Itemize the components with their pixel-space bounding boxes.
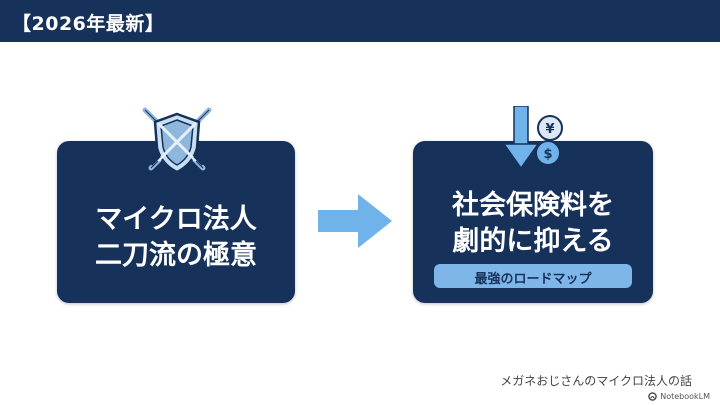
right-arrow-icon (318, 194, 392, 248)
svg-text:$: $ (543, 147, 552, 162)
brand-label: NotebookLM (660, 391, 710, 401)
shield-swords-icon (142, 107, 212, 174)
money-down-icon: ¥ $ (504, 106, 563, 170)
header-bar: 【2026年最新】 (0, 0, 720, 42)
roadmap-badge-label: 最強のロードマップ (474, 272, 592, 287)
notebooklm-logo-icon (648, 391, 657, 401)
brand-watermark: NotebookLM (648, 390, 710, 402)
left-card-line1: マイクロ法人 (95, 204, 257, 235)
left-card-line2: 二刀流の極意 (95, 240, 257, 271)
footer-caption: メガネおじさんのマイクロ法人の話 (500, 374, 692, 388)
right-card-line2: 劇的に抑える (452, 226, 614, 257)
page-title: 【2026年最新】 (12, 13, 165, 35)
svg-text:¥: ¥ (545, 122, 554, 137)
right-card-line1: 社会保険料を (452, 190, 614, 221)
roadmap-badge: 最強のロードマップ (434, 264, 632, 288)
